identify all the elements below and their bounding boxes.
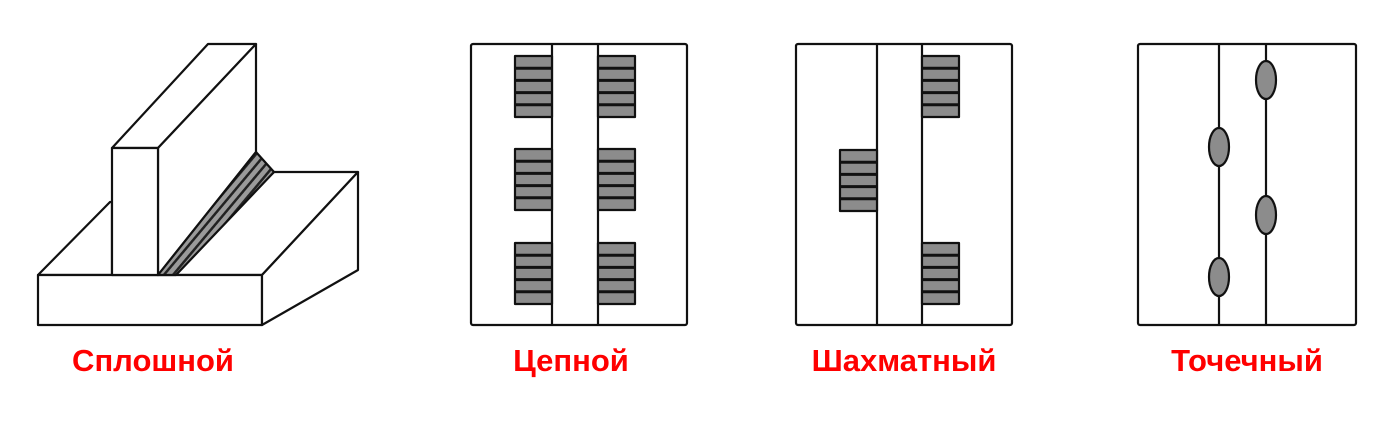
weld-segment [596, 147, 637, 212]
weld-segment [596, 54, 637, 119]
base-plate-side [260, 170, 360, 327]
continuous-weld-bead [156, 150, 276, 277]
label-continuous: Сплошной [72, 343, 234, 378]
wall-front [110, 146, 160, 277]
weld-segment [920, 54, 961, 119]
base-plate-top [36, 200, 114, 277]
staggered-weld-figure [794, 42, 1014, 327]
spot-weld [1254, 59, 1278, 101]
weld-segment [838, 148, 879, 213]
label-spot: Точечный [1171, 343, 1323, 378]
weld-segment [513, 147, 554, 212]
base-plate-front [36, 273, 264, 327]
chain-weld-figure [469, 42, 689, 327]
weld-segment [513, 54, 554, 119]
continuous-weld-figure [36, 42, 360, 327]
label-chain: Цепной [513, 343, 629, 378]
weld-segment [920, 241, 961, 306]
weld-segment [513, 241, 554, 306]
spot-weld [1254, 194, 1278, 236]
label-staggered: Шахматный [811, 343, 997, 378]
spot-weld [1207, 256, 1231, 298]
spot-weld-figure [1136, 42, 1358, 327]
weld-segment [596, 241, 637, 306]
spot-weld [1207, 126, 1231, 168]
